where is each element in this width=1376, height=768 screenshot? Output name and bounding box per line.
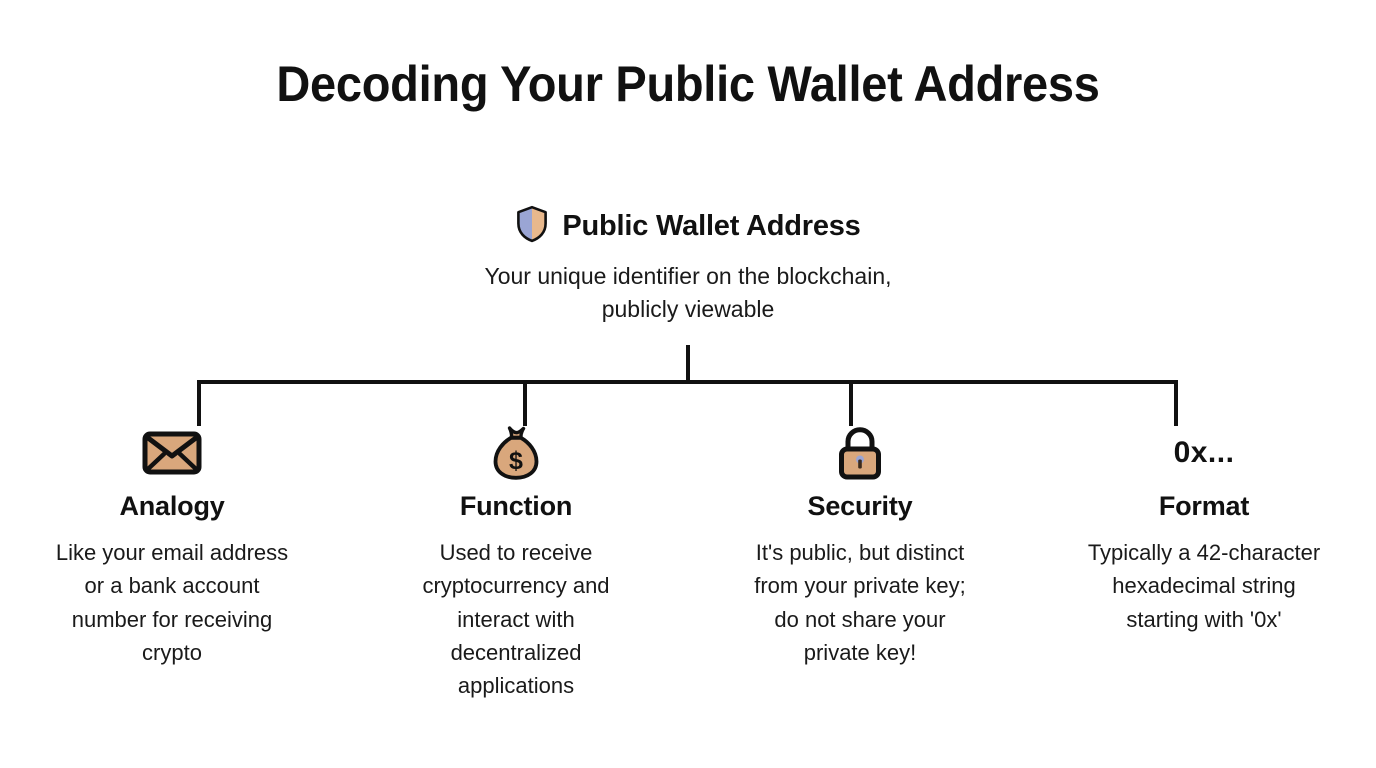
branch-function: $ Function Used to receive cryptocurrenc… (344, 424, 688, 703)
branch-title: Analogy (119, 491, 225, 521)
hex-prefix-text-icon: 0x... (1174, 424, 1235, 482)
branch-security: Security It's public, but distinct from … (688, 424, 1032, 703)
branch-row: Analogy Like your email address or a ban… (0, 424, 1376, 703)
money-bag-icon: $ (489, 424, 543, 482)
branch-title: Security (807, 491, 913, 521)
root-heading: Public Wallet Address (0, 205, 1376, 248)
lock-icon (834, 424, 886, 482)
shield-icon (515, 205, 549, 248)
root-node: Public Wallet Address Your unique identi… (0, 205, 1376, 327)
branch-description: Typically a 42-character hexadecimal str… (1087, 539, 1321, 632)
page-title: Decoding Your Public Wallet Address (276, 56, 1100, 112)
root-description: Your unique identifier on the blockchain… (484, 263, 892, 323)
root-label: Public Wallet Address (562, 210, 861, 242)
branch-title: Format (1158, 491, 1250, 521)
envelope-icon (142, 424, 202, 482)
hex-prefix-label: 0x... (1173, 436, 1235, 469)
branch-analogy: Analogy Like your email address or a ban… (0, 424, 344, 703)
branch-title: Function (459, 491, 573, 521)
branch-description: It's public, but distinct from your priv… (754, 539, 966, 665)
branch-description: Like your email address or a bank accoun… (55, 539, 289, 665)
branch-format: 0x... Format Typically a 42-character he… (1032, 424, 1376, 703)
svg-text:$: $ (509, 447, 523, 475)
branch-description: Used to receive cryptocurrency and inter… (422, 539, 610, 699)
